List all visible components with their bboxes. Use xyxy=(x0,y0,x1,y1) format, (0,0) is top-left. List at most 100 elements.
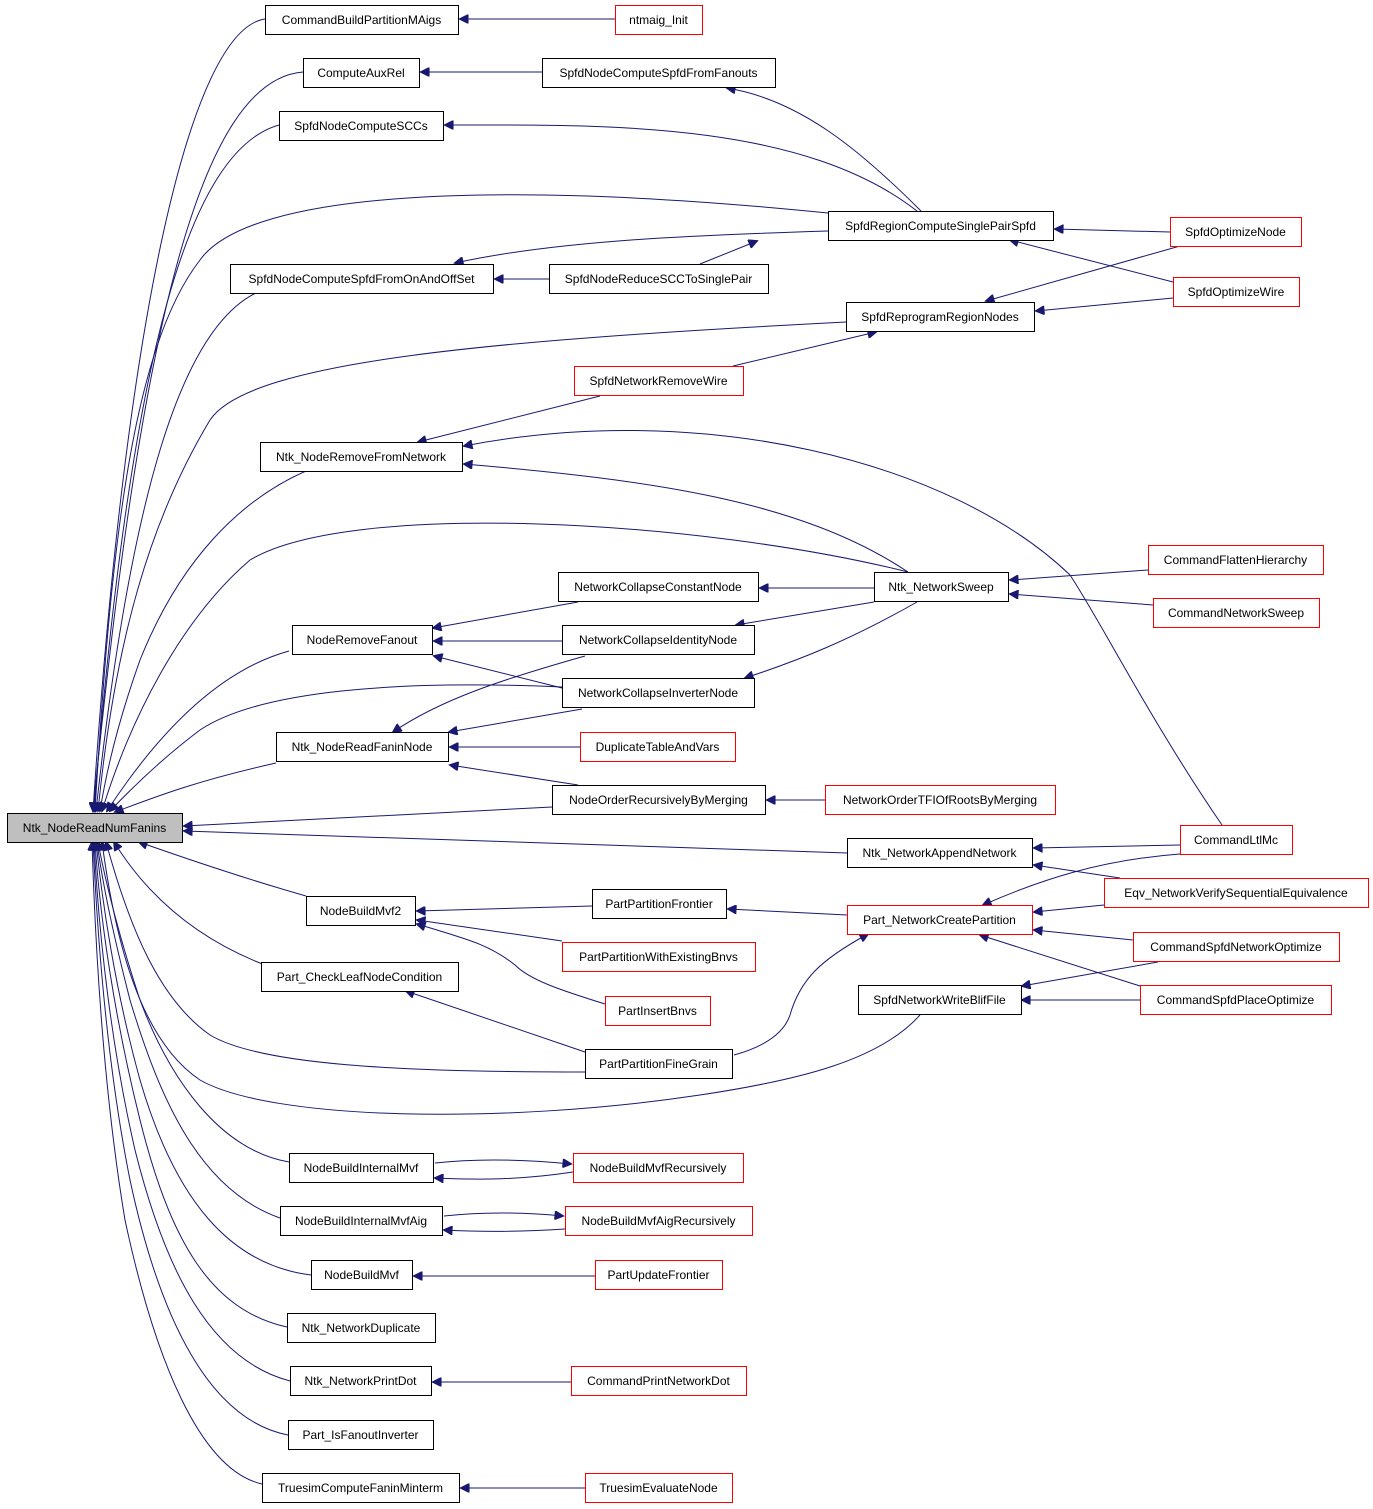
edge-n16-to-root xyxy=(102,522,909,811)
node-label: CommandBuildPartitionMAigs xyxy=(282,13,441,27)
graph-node-n34[interactable]: SpfdNetworkWriteBlifFile xyxy=(858,985,1022,1015)
node-box xyxy=(289,1153,434,1183)
graph-node-n40[interactable]: NodeBuildInternalMvfAig xyxy=(280,1206,443,1236)
node-label: CommandSpfdNetworkOptimize xyxy=(1150,940,1322,954)
node-box xyxy=(562,942,756,972)
node-label: PartPartitionFrontier xyxy=(605,897,712,911)
graph-node-n13[interactable]: Ntk_NodeRemoveFromNetwork xyxy=(260,442,463,472)
graph-node-n3[interactable]: ComputeAuxRel xyxy=(303,58,420,88)
graph-node-n42[interactable]: NodeBuildMvf xyxy=(311,1260,413,1290)
node-box xyxy=(287,1313,436,1343)
graph-node-n22[interactable]: DuplicateTableAndVars xyxy=(580,732,736,762)
graph-node-n37[interactable]: PartPartitionFineGrain xyxy=(585,1049,733,1079)
node-label: SpfdNodeComputeSpfdFromFanouts xyxy=(559,66,757,80)
edge-n6-to-n4 xyxy=(727,88,922,212)
graph-node-n16[interactable]: Ntk_NetworkSweep xyxy=(874,572,1009,602)
graph-node-n31[interactable]: CommandSpfdNetworkOptimize xyxy=(1133,932,1340,962)
node-label: SpfdOptimizeNode xyxy=(1185,225,1286,239)
node-label: Part_NetworkCreatePartition xyxy=(863,913,1016,927)
node-label: DuplicateTableAndVars xyxy=(596,740,720,754)
node-label: NodeBuildMvf2 xyxy=(320,904,402,918)
graph-node-n32[interactable]: Part_CheckLeafNodeCondition xyxy=(261,962,459,992)
graph-node-n1[interactable]: CommandBuildPartitionMAigs xyxy=(265,5,459,35)
edge-n41-to-n40 xyxy=(444,1229,566,1231)
node-label: SpfdReprogramRegionNodes xyxy=(861,310,1018,324)
edge-n6-to-n8 xyxy=(455,230,829,263)
node-label: Ntk_NetworkAppendNetwork xyxy=(862,846,1017,860)
node-label: SpfdNetworkWriteBlifFile xyxy=(873,993,1006,1007)
graph-node-n24[interactable]: NetworkOrderTFIOfRootsByMerging xyxy=(825,785,1056,815)
edge-n23-to-n21 xyxy=(450,765,579,786)
edge-n42-to-root xyxy=(96,842,312,1276)
graph-node-n48[interactable]: TruesimComputeFaninMinterm xyxy=(262,1473,460,1503)
node-label: Part_CheckLeafNodeCondition xyxy=(277,970,442,984)
node-label: TruesimComputeFaninMinterm xyxy=(278,1481,443,1495)
graph-node-n19[interactable]: NetworkCollapseIdentityNode xyxy=(562,625,755,655)
graph-node-n8[interactable]: SpfdNodeComputeSpfdFromOnAndOffSet xyxy=(230,264,494,294)
graph-node-n49[interactable]: TruesimEvaluateNode xyxy=(585,1473,733,1503)
node-label: Eqv_NetworkVerifySequentialEquivalence xyxy=(1124,886,1348,900)
edge-n20-to-root xyxy=(110,684,563,811)
graph-node-n18[interactable]: NodeRemoveFanout xyxy=(292,625,433,655)
node-box xyxy=(562,678,755,708)
graph-node-n26[interactable]: CommandLtlMc xyxy=(1180,825,1293,855)
graph-node-n43[interactable]: PartUpdateFrontier xyxy=(595,1260,723,1290)
graph-node-n12[interactable]: SpfdNetworkRemoveWire xyxy=(574,366,744,396)
graph-node-n23[interactable]: NodeOrderRecursivelyByMerging xyxy=(552,785,766,815)
graph-node-n35[interactable]: CommandSpfdPlaceOptimize xyxy=(1140,985,1332,1015)
graph-node-n44[interactable]: Ntk_NetworkDuplicate xyxy=(287,1313,436,1343)
graph-node-n38[interactable]: NodeBuildInternalMvf xyxy=(289,1153,434,1183)
graph-node-n7[interactable]: SpfdOptimizeNode xyxy=(1170,217,1302,247)
edge-n25-to-root xyxy=(184,831,848,854)
node-label: SpfdNetworkRemoveWire xyxy=(589,374,727,388)
graph-node-n27[interactable]: Eqv_NetworkVerifySequentialEquivalence xyxy=(1104,878,1369,908)
node-box xyxy=(1133,932,1340,962)
node-box xyxy=(571,1366,747,1396)
graph-node-n6[interactable]: SpfdRegionComputeSinglePairSpfd xyxy=(828,211,1054,241)
graph-node-n4[interactable]: SpfdNodeComputeSpfdFromFanouts xyxy=(542,58,776,88)
graph-node-n2[interactable]: ntmaig_Init xyxy=(615,5,703,35)
edge-n10-to-n11 xyxy=(1036,297,1174,311)
edge-n27-to-n30 xyxy=(1034,904,1105,912)
node-label: PartUpdateFrontier xyxy=(607,1268,709,1282)
graph-node-n36[interactable]: PartInsertBnvs xyxy=(605,996,711,1026)
graph-node-n5[interactable]: SpfdNodeComputeSCCs xyxy=(279,111,444,141)
graph-node-n9[interactable]: SpfdNodeReduceSCCToSinglePair xyxy=(549,264,769,294)
graph-node-n28[interactable]: NodeBuildMvf2 xyxy=(306,896,416,926)
node-label: ComputeAuxRel xyxy=(317,66,404,80)
graph-node-root[interactable]: Ntk_NodeReadNumFanins xyxy=(7,813,183,843)
graph-node-n14[interactable]: CommandFlattenHierarchy xyxy=(1148,545,1324,575)
node-label: Ntk_NetworkSweep xyxy=(888,580,994,594)
node-box xyxy=(605,996,711,1026)
node-label: CommandLtlMc xyxy=(1194,833,1278,847)
node-label: Ntk_NetworkDuplicate xyxy=(302,1321,421,1335)
node-label: NodeBuildInternalMvf xyxy=(304,1161,419,1175)
graph-node-n30[interactable]: Part_NetworkCreatePartition xyxy=(847,905,1033,935)
edge-n40-to-n41 xyxy=(443,1213,563,1216)
node-label: Ntk_NetworkPrintDot xyxy=(304,1374,417,1388)
graph-node-n46[interactable]: CommandPrintNetworkDot xyxy=(571,1366,747,1396)
node-label: SpfdRegionComputeSinglePairSpfd xyxy=(845,219,1036,233)
graph-node-n10[interactable]: SpfdOptimizeWire xyxy=(1173,277,1300,307)
node-box xyxy=(825,785,1056,815)
graph-node-n21[interactable]: Ntk_NodeReadFaninNode xyxy=(276,732,449,762)
edge-n40-to-root xyxy=(97,842,281,1219)
graph-node-n17[interactable]: CommandNetworkSweep xyxy=(1153,598,1320,628)
graph-node-n11[interactable]: SpfdReprogramRegionNodes xyxy=(846,302,1035,332)
graph-node-n47[interactable]: Part_IsFanoutInverter xyxy=(288,1420,434,1450)
node-box xyxy=(595,1260,723,1290)
graph-node-n33[interactable]: PartPartitionWithExistingBnvs xyxy=(562,942,756,972)
graph-node-n39[interactable]: NodeBuildMvfRecursively xyxy=(573,1153,744,1183)
graph-node-n20[interactable]: NetworkCollapseInverterNode xyxy=(562,678,755,708)
node-label: Ntk_NodeReadFaninNode xyxy=(292,740,433,754)
node-box xyxy=(585,1473,733,1503)
node-box xyxy=(303,58,420,88)
node-label: CommandFlattenHierarchy xyxy=(1164,553,1307,567)
graph-node-n45[interactable]: Ntk_NetworkPrintDot xyxy=(290,1366,432,1396)
graph-node-n15[interactable]: NetworkCollapseConstantNode xyxy=(558,572,759,602)
graph-node-n41[interactable]: NodeBuildMvfAigRecursively xyxy=(565,1206,753,1236)
graph-node-n25[interactable]: Ntk_NetworkAppendNetwork xyxy=(847,838,1033,868)
graph-node-n29[interactable]: PartPartitionFrontier xyxy=(592,889,727,919)
node-box xyxy=(542,58,776,88)
node-box xyxy=(276,732,449,762)
